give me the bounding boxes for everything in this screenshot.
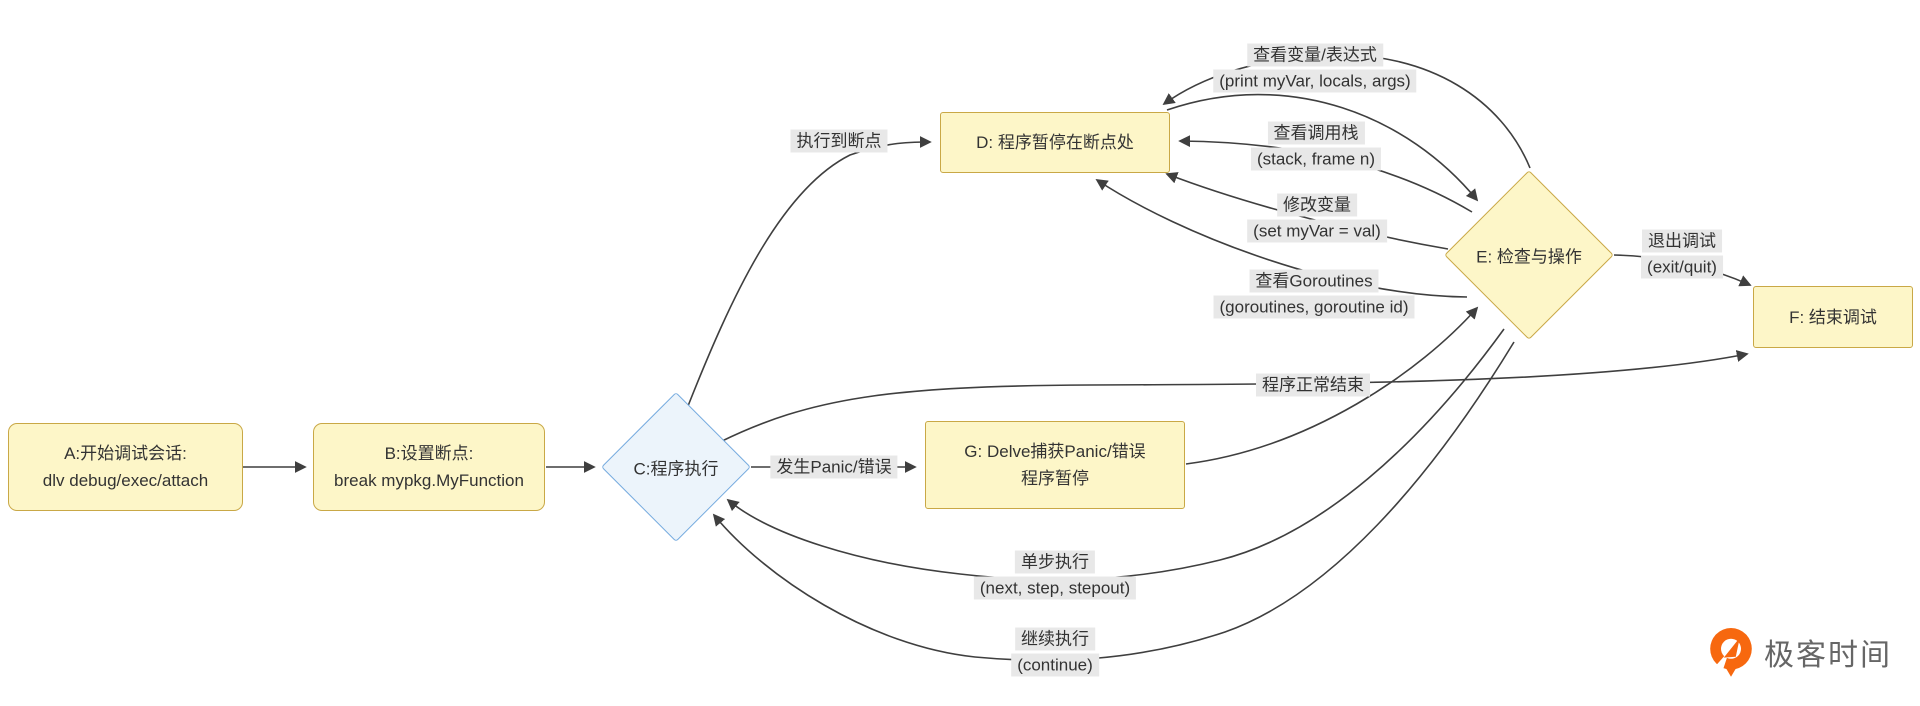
- edge-label-view-vars: 查看变量/表达式 (print myVar, locals, args): [1213, 43, 1417, 93]
- node-a-line2: dlv debug/exec/attach: [42, 471, 209, 490]
- node-d-paused-at-breakpoint: D: 程序暂停在断点处: [940, 112, 1170, 173]
- edge-label-exit-debug: 退出调试 (exit/quit): [1641, 229, 1723, 279]
- node-d-label: D: 程序暂停在断点处: [976, 133, 1134, 152]
- edge-label-step: 单步执行 (next, step, stepout): [973, 550, 1137, 600]
- node-a-line1: A:开始调试会话:: [64, 444, 187, 463]
- edge-label-normal-end: 程序正常结束: [1256, 373, 1370, 397]
- brand-name: 极客时间: [1764, 639, 1892, 672]
- node-b-line1: B:设置断点:: [384, 444, 474, 463]
- node-c-label: C:程序执行: [633, 459, 719, 479]
- edge-label-panic: 发生Panic/错误: [770, 455, 898, 479]
- edge-label-view-stack: 查看调用栈 (stack, frame n): [1250, 121, 1382, 171]
- edge-label-view-goroutines: 查看Goroutines (goroutines, goroutine id): [1213, 269, 1415, 319]
- node-g-panic-caught: G: Delve捕获Panic/错误 程序暂停: [925, 421, 1185, 509]
- edge-d-e: [1166, 93, 1479, 202]
- geektime-logo-icon: [1710, 628, 1752, 677]
- node-a-start-session: A:开始调试会话: dlv debug/exec/attach: [8, 423, 243, 511]
- edge-c-f: [719, 350, 1749, 443]
- node-f-end-debug: F: 结束调试: [1753, 286, 1913, 348]
- edge-e-d-view-goroutines: [1095, 179, 1468, 298]
- node-f-label: F: 结束调试: [1789, 307, 1877, 327]
- edge-label-to-breakpoint: 执行到断点: [790, 129, 888, 153]
- node-g-line2: 程序暂停: [1021, 469, 1089, 488]
- node-b-line2: break mypkg.MyFunction: [334, 471, 524, 490]
- edge-c-d: [687, 136, 932, 407]
- node-b-set-breakpoint: B:设置断点: break mypkg.MyFunction: [313, 423, 545, 511]
- node-g-line1: G: Delve捕获Panic/错误: [964, 442, 1146, 461]
- edge-e-c-continue: [712, 341, 1515, 662]
- edge-label-continue: 继续执行 (continue): [1011, 627, 1099, 677]
- edge-label-set-var: 修改变量 (set myVar = val): [1247, 193, 1387, 243]
- edge-g-e: [1185, 306, 1479, 465]
- brand-watermark: 极客时间: [1707, 626, 1892, 678]
- node-e-label: E: 检查与操作: [1476, 247, 1582, 267]
